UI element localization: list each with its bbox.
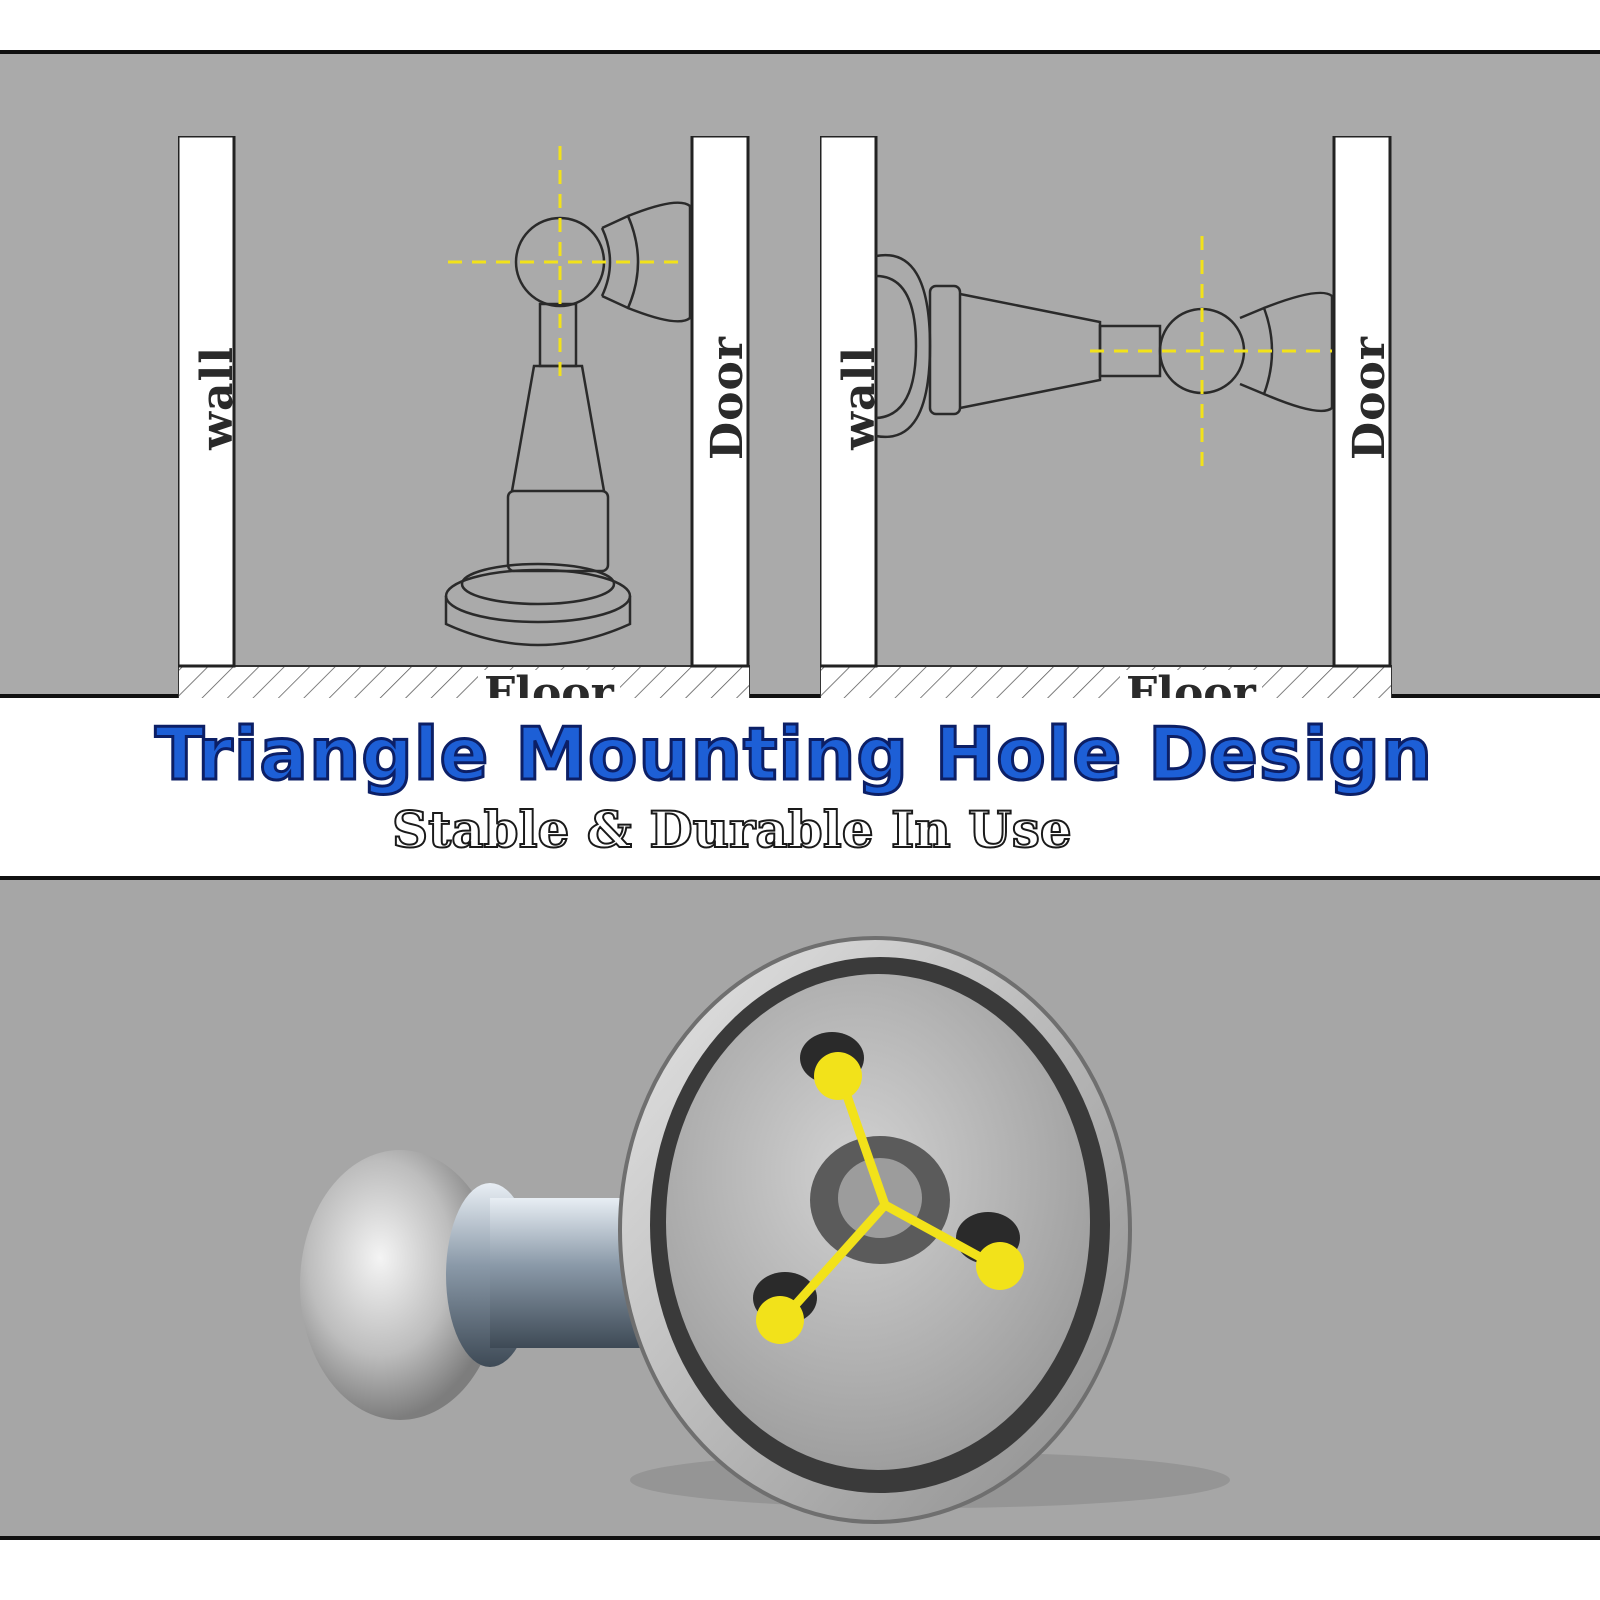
wall-label: wall xyxy=(192,346,243,450)
triangle-mount-indicator-icon xyxy=(756,1052,1024,1344)
door-label: Door xyxy=(702,336,753,461)
wall-mount-diagram: wall Door Floor xyxy=(820,136,1395,726)
installation-diagrams-panel: wall Door Floor xyxy=(0,50,1600,723)
wall-door-stopper-drawing-icon xyxy=(820,136,1392,723)
headline: Triangle Mounting Hole Design xyxy=(153,711,1434,798)
headline-band xyxy=(0,698,1600,876)
floor-mount-diagram: wall Door Floor xyxy=(178,136,753,726)
floor-door-stopper-drawing-icon xyxy=(178,136,750,723)
product-photo-panel xyxy=(0,876,1600,1540)
door-label: Door xyxy=(1344,336,1395,461)
subheadline: Stable & Durable In Use xyxy=(391,799,1073,860)
wall-label: wall xyxy=(834,346,885,450)
door-stopper-product-photo-icon xyxy=(300,936,1230,1524)
